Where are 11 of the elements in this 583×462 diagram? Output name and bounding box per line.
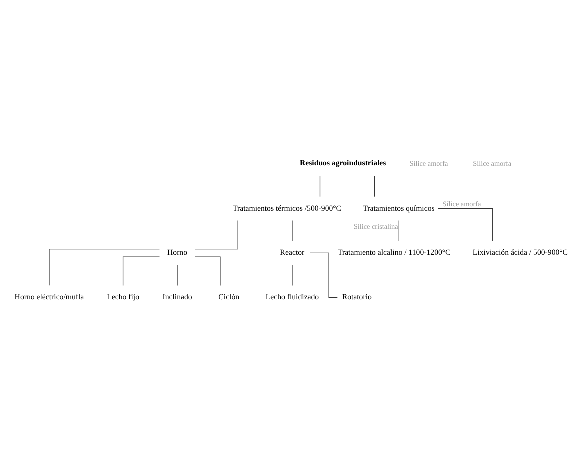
connector	[320, 176, 321, 198]
connector	[292, 264, 293, 286]
connector	[374, 176, 376, 198]
connector	[194, 256, 221, 286]
connector	[49, 248, 160, 286]
connector	[122, 256, 160, 286]
connector	[177, 264, 178, 286]
connector	[438, 208, 494, 242]
connector	[195, 220, 238, 250]
connector	[292, 220, 293, 242]
connector	[398, 220, 400, 242]
